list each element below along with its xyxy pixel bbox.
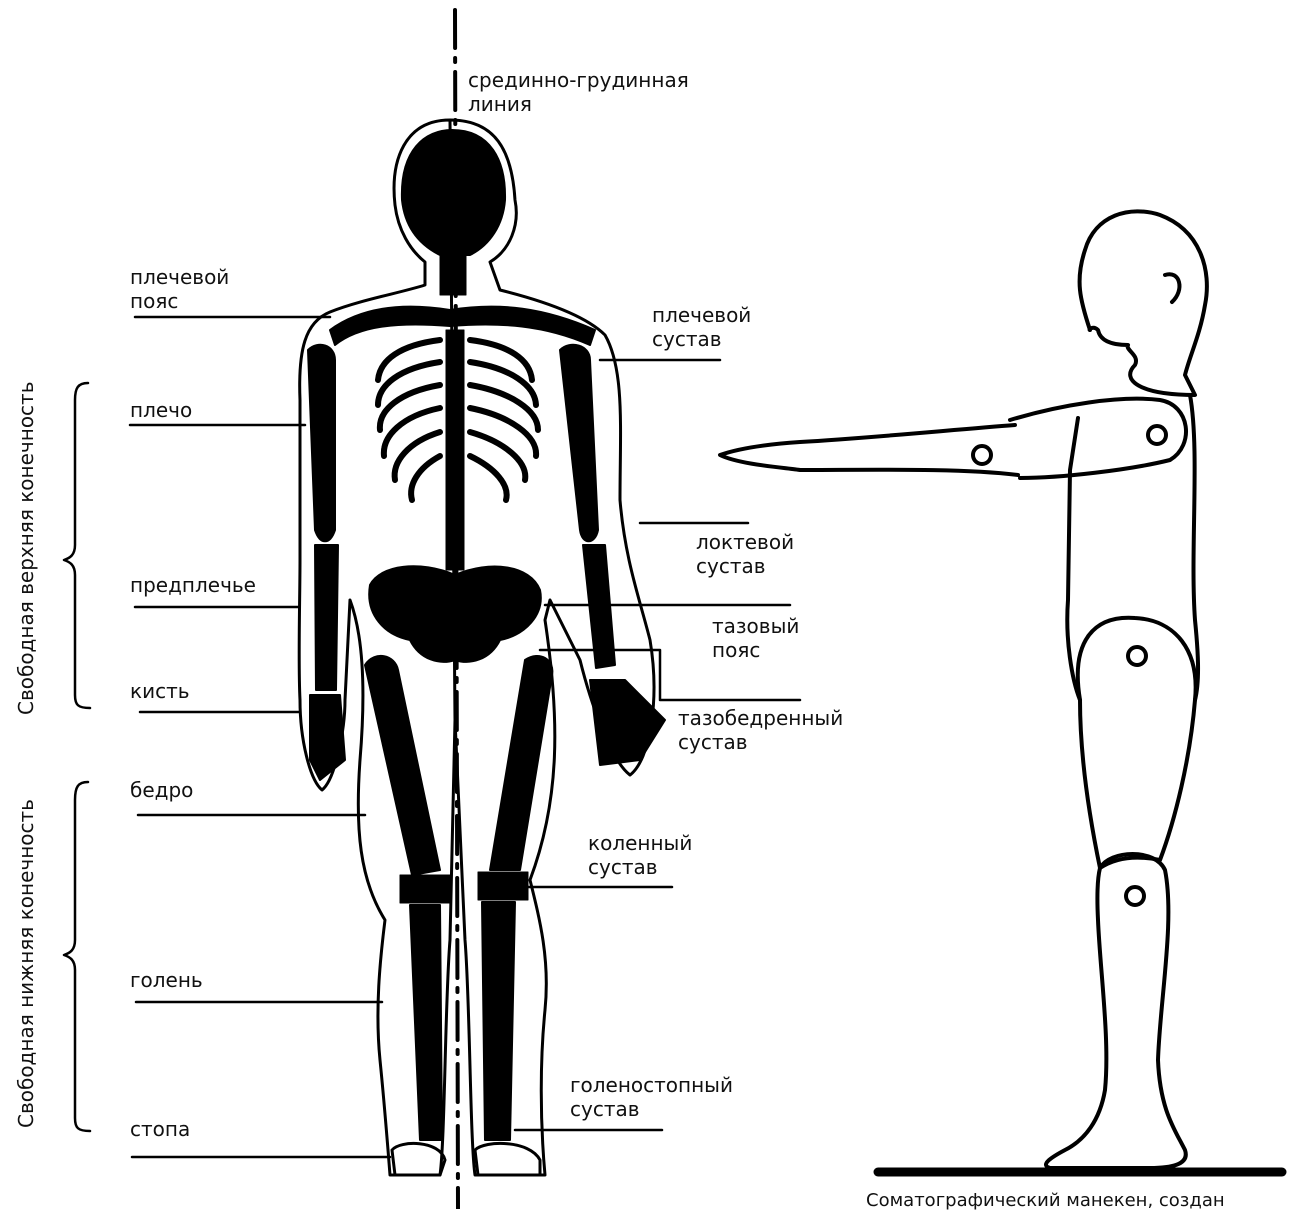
mannequin-knee-joint [1126,887,1144,905]
knee-joint-label-line1: коленный [588,831,692,855]
left-hand [310,695,345,780]
foot-label: стопа [130,1117,190,1141]
hip-joint-label-line2: сустав [678,730,843,754]
mannequin-elbow-joint [973,446,991,464]
pelvic-girdle-label-line2: пояс [712,638,799,662]
mannequin-thigh [1078,618,1196,868]
shoulder-girdle-label-line1: плечевой [130,265,229,289]
mannequin-ear [1165,274,1179,302]
mannequin-torso [1067,395,1198,700]
mannequin-shoulder-joint [1148,426,1166,444]
midline-label-line1: срединно-грудинная [468,68,689,92]
thigh-label: бедро [130,778,193,802]
neck [440,255,466,295]
elbow-joint-label: локтевой сустав [696,530,794,578]
lower-limb-group-label: Свободная нижняя конечность [14,799,38,1128]
left-forearm [315,545,338,690]
hand-label: кисть [130,679,190,703]
knee-joint-label-line2: сустав [588,855,692,879]
elbow-joint-label-line2: сустав [696,554,794,578]
forearm-label: предплечье [130,573,256,597]
ankle-joint-label-line1: голеностопный [570,1073,733,1097]
pelvic-girdle-label-line1: тазовый [712,614,799,638]
lower-limb-brace [64,782,90,1131]
elbow-joint-label-line1: локтевой [696,530,794,554]
mannequin-shin [1046,854,1186,1168]
hip-joint-label: тазобедренный сустав [678,706,843,754]
shoulder-joint-label-line2: сустав [652,327,751,351]
shoulder-girdle-label-line2: пояс [130,289,229,313]
knee-joint-label: коленный сустав [588,831,692,879]
right-humerus [560,345,598,541]
skeleton-figure [299,120,665,1175]
left-knee [400,875,450,903]
mannequin-caption: Соматографический манекен, создан [866,1190,1225,1211]
left-humerus [308,345,335,541]
shoulder-joint-label: плечевой сустав [652,303,751,351]
left-foot [392,1143,445,1175]
shoulder-joint-label-line1: плечевой [652,303,751,327]
spine [446,330,464,570]
pelvic-girdle-label: тазовый пояс [712,614,799,662]
upper-arm-label: плечо [130,398,192,422]
ankle-joint-label: голеностопный сустав [570,1073,733,1121]
upper-limb-brace [64,383,90,708]
hip-joint-label-line1: тазобедренный [678,706,843,730]
mannequin-hip-joint [1128,647,1146,665]
pelvis [369,566,541,662]
left-tibia [410,905,442,1140]
midline-label: срединно-грудинная линия [468,68,689,116]
right-tibia [482,902,515,1140]
right-foot [475,1143,540,1175]
mannequin-head [1080,211,1207,395]
upper-limb-group-label: Свободная верхняя конечность [14,382,38,716]
mannequin-figure [720,211,1207,1168]
shoulder-girdle-label: плечевой пояс [130,265,229,313]
left-femur [365,656,440,875]
mannequin-upper-arm [1010,399,1186,478]
ankle-joint-label-line2: сустав [570,1097,733,1121]
shin-label: голень [130,968,203,992]
midline-label-line2: линия [468,92,689,116]
skull [402,130,505,255]
